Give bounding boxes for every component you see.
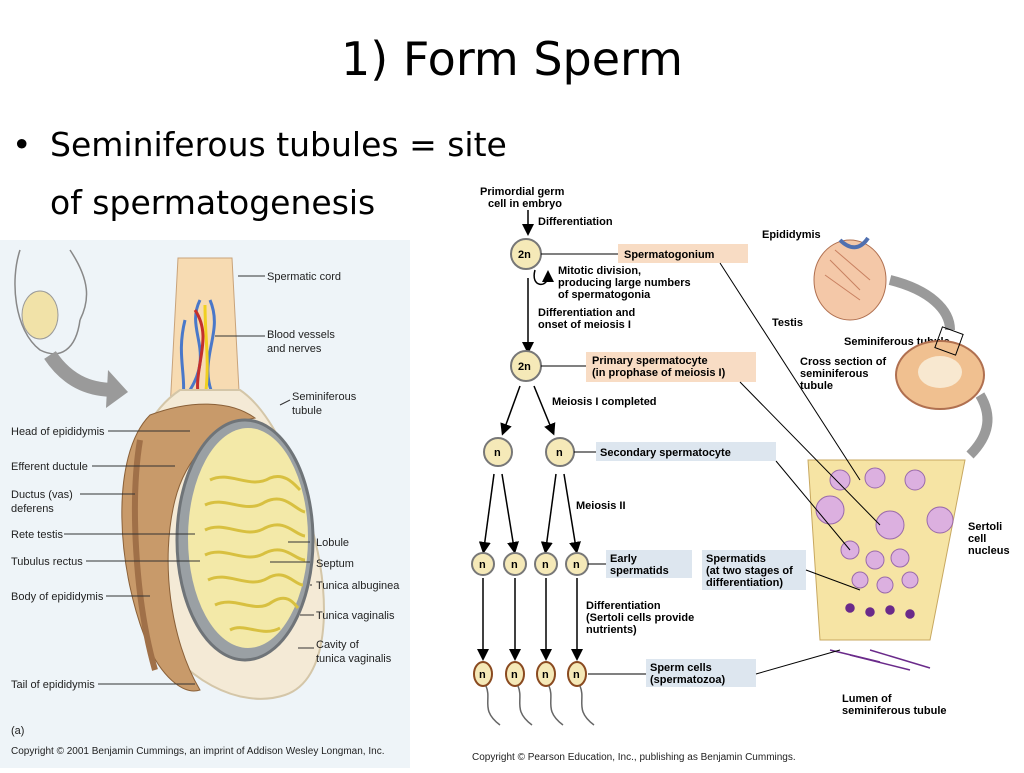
cell-n-sperm-2: n — [511, 669, 518, 681]
lobules-shape — [204, 475, 306, 633]
cell-n-sec-2: n — [556, 447, 563, 459]
gray-arrow-1 — [888, 275, 955, 331]
label-tail-epididymis: Tail of epididymis — [11, 679, 95, 691]
cell-n-sperm-3: n — [542, 669, 549, 681]
sperm-cells — [473, 661, 595, 726]
cell-n-sec-1: n — [494, 447, 501, 459]
label-seminiferous-2: tubule — [292, 405, 322, 417]
right-copyright: Copyright © Pearson Education, Inc., pub… — [472, 752, 796, 763]
secondary-spermatocyte-cell-1 — [483, 437, 513, 467]
label-primordial-2: cell in embryo — [488, 198, 562, 210]
testis-anatomy-diagram: Spermatic cord Blood vessels and nerves … — [11, 249, 400, 757]
label-secondary: Secondary spermatocyte — [600, 447, 731, 459]
label-diff-sertoli-1: Differentiation — [586, 600, 661, 612]
label-sertoli-3: nucleus — [968, 545, 1010, 557]
cell-n-early-1: n — [479, 559, 486, 571]
label-sertoli-1: Sertoli — [968, 521, 1002, 533]
spermatogenesis-diagram: Primordial germ cell in embryo Different… — [471, 186, 1010, 763]
bullet-line-2: of spermatogenesis — [50, 183, 376, 222]
label-tubulus-rectus: Tubulus rectus — [11, 556, 83, 568]
cell-n-early-4: n — [573, 559, 580, 571]
label-meiosis2: Meiosis II — [576, 500, 626, 512]
label-cavity-2: tunica vaginalis — [316, 653, 392, 665]
label-tunica-vaginalis: Tunica vaginalis — [316, 610, 395, 622]
label-mitotic-1: Mitotic division, — [558, 265, 641, 277]
label-sperm-2: (spermatozoa) — [650, 674, 726, 686]
label-primary-2: (in prophase of meiosis I) — [592, 367, 726, 379]
label-lumen-2: seminiferous tubule — [842, 705, 947, 717]
label-spermatids-1: Spermatids — [706, 553, 766, 565]
label-septum: Septum — [316, 558, 354, 570]
label-lumen-1: Lumen of — [842, 693, 892, 705]
label-early-1: Early — [610, 553, 638, 565]
spermatogenesis-figure: Primordial germ cell in embryo Different… — [420, 180, 1024, 768]
label-cross-2: seminiferous — [800, 368, 868, 380]
label-cross-1: Cross section of — [800, 356, 887, 368]
label-body-epididymis: Body of epididymis — [11, 591, 104, 603]
testis-anatomy-figure: Spermatic cord Blood vessels and nerves … — [0, 240, 410, 768]
testis-illustration — [813, 236, 887, 321]
label-blood-vessels-2: and nerves — [267, 343, 322, 355]
cell-n-sperm-4: n — [573, 669, 580, 681]
label-spermatogonium: Spermatogonium — [624, 249, 715, 261]
label-mitotic-3: of spermatogonia — [558, 289, 651, 301]
cell-2n-spermatogonium: 2n — [518, 249, 531, 261]
label-differentiation: Differentiation — [538, 216, 613, 228]
left-copyright: Copyright © 2001 Benjamin Cummings, an i… — [11, 746, 384, 757]
inset-figure — [14, 249, 88, 355]
gray-arrow-2 — [966, 392, 993, 459]
cell-n-early-3: n — [542, 559, 549, 571]
label-ductus-2: deferens — [11, 503, 54, 515]
epididymis-shape — [121, 403, 257, 692]
ductus-deferens-shape — [132, 439, 158, 671]
label-meiosis1: Meiosis I completed — [552, 396, 657, 408]
wedge-sperm — [829, 603, 931, 671]
cell-2n-primary: 2n — [518, 361, 531, 373]
label-epididymis: Epididymis — [762, 229, 821, 241]
curved-arrow — [44, 350, 116, 397]
blood-vessels-shape — [178, 299, 217, 411]
label-sperm-1: Sperm cells — [650, 662, 712, 674]
label-efferent-ductule: Efferent ductule — [11, 461, 88, 473]
label-primary-1: Primary spermatocyte — [592, 355, 708, 367]
label-ductus-1: Ductus (vas) — [11, 489, 73, 501]
label-rete-testis: Rete testis — [11, 529, 63, 541]
label-diff-sertoli-3: nutrients) — [586, 624, 637, 636]
label-spermatids-2: (at two stages of — [706, 565, 793, 577]
label-cavity-1: Cavity of — [316, 639, 360, 651]
label-testis: Testis — [772, 317, 803, 329]
label-sertoli-2: cell — [968, 533, 986, 545]
label-seminiferous-1: Seminiferous — [292, 391, 357, 403]
label-blood-vessels-1: Blood vessels — [267, 329, 335, 341]
label-diff-sertoli-2: (Sertoli cells provide — [586, 612, 694, 624]
early-spermatid-cells — [471, 552, 589, 576]
label-diff-meiosis-1: Differentiation and — [538, 307, 635, 319]
label-spermatids-3: differentiation) — [706, 577, 783, 589]
label-cross-3: tubule — [800, 380, 833, 392]
cell-n-sperm-1: n — [479, 669, 486, 681]
label-tunica-albuginea: Tunica albuginea — [316, 580, 400, 592]
bullet-marker: • — [12, 125, 32, 164]
tubule-wedge-shape — [807, 459, 966, 641]
label-lobule: Lobule — [316, 537, 349, 549]
panel-label: (a) — [11, 725, 24, 737]
cell-n-early-2: n — [511, 559, 518, 571]
label-early-2: spermatids — [610, 565, 669, 577]
label-spermatic-cord: Spermatic cord — [267, 271, 341, 283]
label-diff-meiosis-2: onset of meiosis I — [538, 319, 631, 331]
bullet-line-1: Seminiferous tubules = site — [50, 125, 507, 164]
label-primordial-1: Primordial germ — [480, 186, 565, 198]
label-head-epididymis: Head of epididymis — [11, 426, 105, 438]
label-mitotic-2: producing large numbers — [558, 277, 691, 289]
arrow-head — [106, 370, 128, 408]
slide-title: 1) Form Sperm — [341, 32, 683, 86]
